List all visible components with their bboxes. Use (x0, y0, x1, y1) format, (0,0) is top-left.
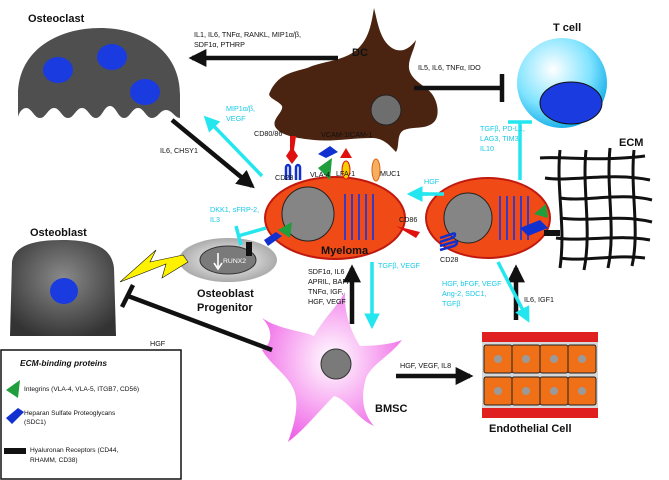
tcell-label-2: LAG3, TIM3, (480, 134, 521, 143)
legend-heparan-1: Heparan Sulfate Proteoglycans (24, 410, 116, 417)
cd28-right-molecule (439, 232, 459, 252)
t-cell (517, 38, 607, 128)
legend-hyaluronan-2: RHAMM, CD38) (30, 457, 78, 464)
hgf-osteoblast-label: HGF (150, 339, 166, 348)
t-cell-nucleus (539, 81, 603, 125)
endo-label-3: TGFβ (442, 299, 461, 308)
lfa1-label: LFA-1 (336, 169, 355, 178)
tcell-label-3: IL10 (480, 144, 494, 153)
myeloma-title: Myeloma (321, 245, 369, 257)
dc-title: DC (352, 47, 368, 59)
vla4-label: VLA-4 (310, 170, 330, 179)
bmsc-nucleus (320, 348, 352, 380)
endo-label-2: Ang-2, SDC1, (442, 289, 486, 298)
progenitor-hyaluronan (246, 242, 252, 256)
muc1-label: MUC1 (380, 169, 400, 178)
legend-title: ECM-binding proteins (20, 358, 107, 368)
bmsc-cell (262, 292, 402, 442)
osteoclast-nucleus (97, 44, 127, 70)
dendritic-cell (269, 8, 438, 152)
endothelial-cell (482, 332, 598, 418)
icam1-label: ICAM-1 (348, 130, 372, 139)
dkk-label-2: IL3 (210, 215, 220, 224)
osteoblast-cell (10, 240, 116, 336)
myeloma-cell (264, 176, 406, 260)
progenitor-heparan (264, 232, 282, 246)
osteoblast-title: Osteoblast (30, 227, 87, 239)
icam1-molecule (340, 148, 352, 158)
myeloma-ecm-nucleus (443, 192, 493, 244)
dkk-label-1: DKK1, sFRP-2, (210, 205, 259, 214)
osteoclast-cell (18, 28, 180, 118)
myeloma-cell-ecm (425, 177, 551, 259)
endothelial-title: Endothelial Cell (489, 423, 572, 435)
progenitor-nucleus (199, 245, 257, 275)
progenitor-title-line2: Progenitor (197, 302, 253, 314)
ecm-legend: ECM-binding proteins Integrins (VLA-4, V… (0, 349, 182, 480)
ecm-hyaluronan (544, 230, 560, 236)
ecm-integrin (534, 204, 548, 218)
cd80-86-molecule (286, 136, 298, 164)
myeloma-osteoclast-label-2: VEGF (226, 114, 246, 123)
myeloma-osteoclast-label-1: MIP1α/β, (226, 104, 255, 113)
osteoclast-nucleus (43, 57, 73, 83)
bmsc-title: BMSC (375, 403, 407, 415)
cyan-arrows (203, 115, 532, 330)
progenitor-integrin (278, 222, 292, 238)
heparan-legend-icon (6, 408, 24, 424)
cd80-label: CD80/86 (254, 129, 282, 138)
cd86-label: CD86 (399, 215, 417, 224)
osteoblast-nucleus (50, 278, 78, 304)
cd28-right-label: CD28 (440, 255, 458, 264)
bmsc-up-label-1: SDF1α, IL6 (308, 267, 345, 276)
integrin-legend-icon (6, 380, 20, 398)
bmsc-up-label-2: APRIL, BAFF, (308, 277, 352, 286)
t-cell-title: T cell (553, 22, 581, 34)
vcam1-label: VCAM-1 (321, 130, 348, 139)
osteoblast-progenitor-cell: RUNX2 (179, 238, 277, 282)
endo-label-1: HGF, bFGF, VEGF (442, 279, 502, 288)
runx2-label: RUNX2 (223, 258, 246, 265)
ecm-mesh (539, 147, 653, 271)
osteoclast-myeloma-label: IL6, CHSY1 (160, 146, 198, 155)
myeloma-nucleus (281, 186, 335, 242)
vla4-integrin (318, 158, 332, 180)
myeloma-to-endothelial-arrow (496, 261, 530, 323)
dc-osteoclast-label-1: IL1, IL6, TNFα, RANKL, MIP1α/β, (194, 30, 301, 39)
il6-igf1-label: IL6, IGF1 (524, 295, 554, 304)
bmsc-to-osteoblast-inhibition (127, 293, 273, 353)
myeloma-to-osteoclast-arrow (203, 115, 264, 178)
tcell-label-1: TGFβ, PD-L1, (480, 124, 525, 133)
bmsc-up-label-4: HGF, VEGF (308, 297, 347, 306)
cd86-molecule (396, 226, 420, 238)
lfa1-molecule (341, 160, 351, 180)
legend-hyaluronan-1: Hyaluronan Receptors (CD44, (30, 447, 118, 454)
osteoclast-title: Osteoclast (28, 13, 85, 25)
ecm-title: ECM (619, 137, 643, 149)
differentiation-arrow (119, 249, 189, 283)
legend-integrins: Integrins (VLA-4, VLA-5, ITGB7, CD56) (24, 386, 139, 393)
cd28-molecule (284, 163, 302, 180)
muc1-molecule (371, 158, 381, 182)
osteoclast-to-myeloma-arrow (170, 118, 255, 189)
dc-nucleus (370, 94, 402, 126)
tgf-vegf-label: TGFβ, VEGF (378, 261, 421, 270)
dc-tcell-label: IL5, IL6, TNFα, IDO (418, 63, 481, 72)
dc-osteoclast-label-2: SDF1α, PTHRP (194, 40, 245, 49)
progenitor-title-line1: Osteoblast (197, 288, 254, 300)
hyaluronan-legend-icon (4, 448, 26, 454)
hgf-ecm-label: HGF (424, 177, 440, 186)
legend-heparan-2: (SDC1) (24, 419, 46, 426)
ecm-heparan (520, 220, 548, 236)
cd28-top-label: CD28 (275, 173, 293, 182)
vcam1-molecule (318, 146, 338, 158)
bmsc-endo-label: HGF, VEGF, IL8 (400, 361, 451, 370)
bmsc-up-label-3: TNFα, IGF, (308, 287, 343, 296)
myeloma-to-progenitor-inhibition (237, 226, 267, 238)
osteoclast-nucleus (130, 79, 160, 105)
